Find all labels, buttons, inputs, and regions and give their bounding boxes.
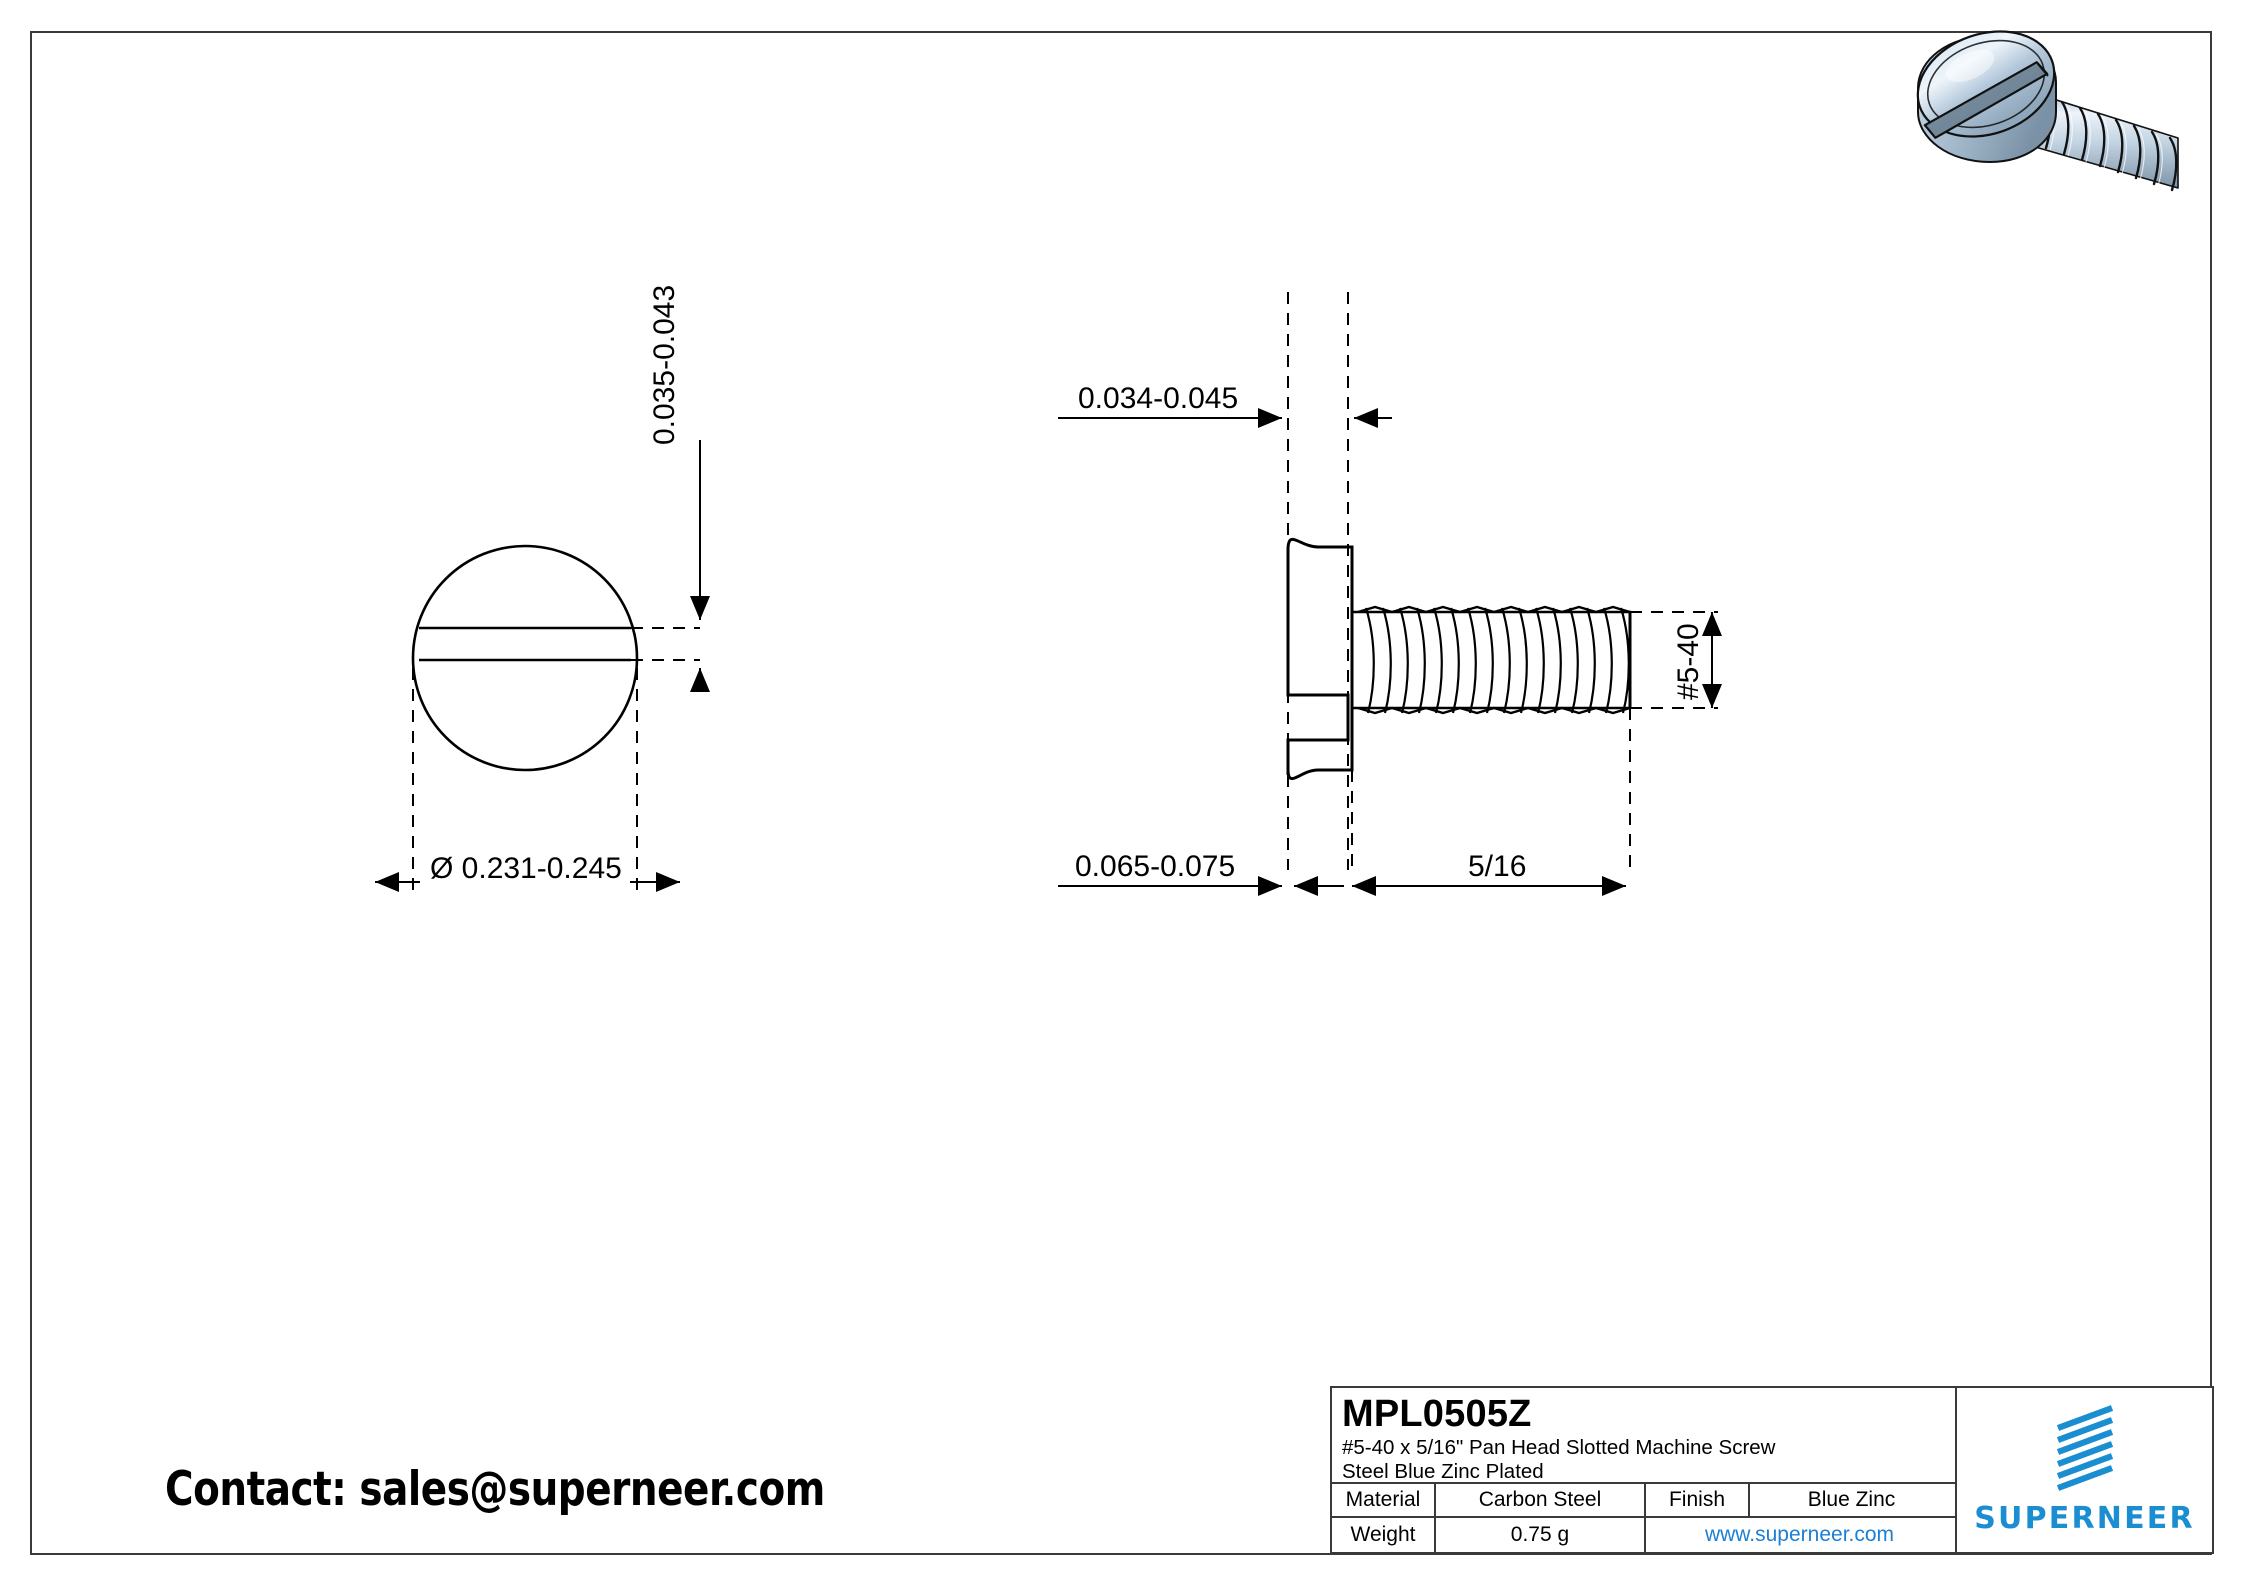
part-number: MPL0505Z: [1342, 1393, 1532, 1435]
superneer-logo-icon: [2056, 1405, 2113, 1491]
material-value: Carbon Steel: [1436, 1484, 1646, 1517]
side-view-head-height-label: 0.065-0.075: [1075, 850, 1236, 883]
description-line-1: #5-40 x 5/16" Pan Head Slotted Machine S…: [1342, 1436, 1776, 1459]
weight-value: 0.75 g: [1436, 1518, 1646, 1552]
screw-3d-render: [1916, 30, 2179, 192]
side-view-thread-label: #5-40: [1672, 623, 1705, 700]
finish-label: Finish: [1646, 1484, 1750, 1517]
website-link[interactable]: www.superneer.com: [1704, 1523, 1895, 1547]
brand-name: SUPERNEER: [1974, 1501, 2195, 1536]
side-view-length-label: 5/16: [1468, 850, 1527, 883]
table-row-material: Material Carbon Steel Finish Blue Zinc: [1332, 1484, 1955, 1519]
top-view-diameter-label: Ø 0.231-0.245: [430, 852, 622, 885]
top-view-slot-depth-label: 0.035-0.043: [648, 284, 681, 445]
description-line-2: Steel Blue Zinc Plated: [1342, 1460, 1544, 1483]
table-row-weight: Weight 0.75 g www.superneer.com: [1332, 1518, 1955, 1552]
side-view-slot-width-label: 0.034-0.045: [1078, 382, 1239, 415]
contact-text: Contact: sales@superneer.com: [165, 1462, 825, 1517]
title-block-info: MPL0505Z #5-40 x 5/16" Pan Head Slotted …: [1332, 1388, 1955, 1484]
material-label: Material: [1332, 1484, 1436, 1517]
screw-head-3d: [1916, 30, 2057, 164]
title-block-brand: SUPERNEER: [1957, 1388, 2212, 1552]
finish-value: Blue Zinc: [1807, 1488, 1896, 1512]
drawing-frame-border: [30, 31, 2212, 1555]
weight-label: Weight: [1332, 1518, 1436, 1552]
title-block: MPL0505Z #5-40 x 5/16" Pan Head Slotted …: [1330, 1386, 2214, 1554]
title-block-left: MPL0505Z #5-40 x 5/16" Pan Head Slotted …: [1332, 1388, 1957, 1552]
